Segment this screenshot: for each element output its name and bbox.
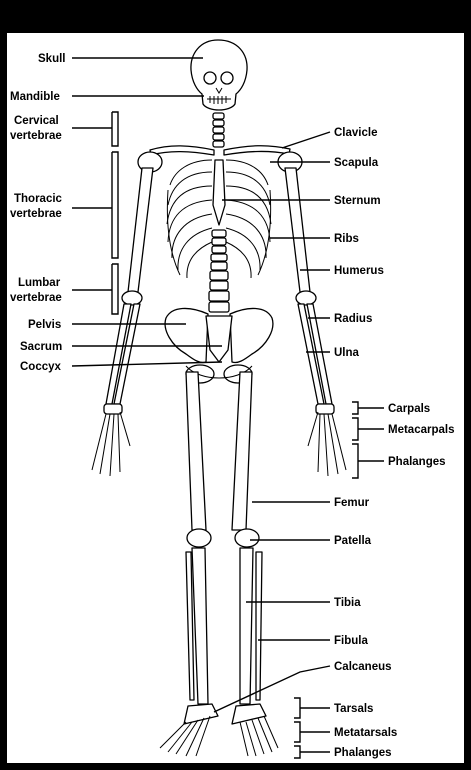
leader-lines (71, 57, 384, 759)
label-metacarpals: Metacarpals (388, 424, 454, 436)
diagram-panel (6, 32, 465, 764)
label-radius: Radius (334, 313, 372, 325)
label-phalanges-foot: Phalanges (334, 747, 392, 759)
left-leg-bones (159, 371, 219, 757)
label-phalanges-hand: Phalanges (388, 456, 446, 468)
label-tarsals: Tarsals (334, 703, 373, 715)
cervical-vertebrae-bone (212, 112, 225, 148)
left-clavicle-bone (149, 145, 215, 156)
labels: Skull Mandible Cervical vertebrae Thorac… (10, 53, 454, 759)
label-cervical-line2: vertebrae (10, 130, 62, 142)
label-sternum: Sternum (334, 195, 381, 207)
label-coccyx: Coccyx (20, 361, 62, 373)
label-tibia: Tibia (334, 597, 361, 609)
label-pelvis: Pelvis (28, 319, 61, 331)
label-lumbar-line2: vertebrae (10, 292, 62, 304)
label-calcaneus: Calcaneus (334, 661, 392, 673)
label-carpals: Carpals (388, 403, 430, 415)
right-clavicle-bone (223, 145, 291, 156)
label-sacrum: Sacrum (20, 341, 62, 353)
sternum-bone (212, 159, 226, 226)
label-thoracic-line2: vertebrae (10, 208, 62, 220)
label-ribs: Ribs (334, 233, 359, 245)
rib-cage (166, 159, 272, 279)
spine-vertebrae (208, 229, 230, 313)
label-thoracic-line1: Thoracic (14, 193, 63, 205)
left-arm-bones (91, 151, 163, 477)
label-patella: Patella (334, 535, 372, 547)
label-scapula: Scapula (334, 157, 379, 169)
label-fibula: Fibula (334, 635, 368, 647)
label-cervical-line1: Cervical (14, 115, 59, 127)
label-clavicle: Clavicle (334, 127, 377, 139)
right-leg-bones (231, 371, 279, 757)
skeleton-figure (91, 39, 347, 757)
label-mandible: Mandible (10, 91, 60, 103)
skull-bone (190, 39, 248, 111)
label-femur: Femur (334, 497, 370, 509)
label-ulna: Ulna (334, 347, 360, 359)
label-lumbar-line1: Lumbar (18, 277, 61, 289)
label-humerus: Humerus (334, 265, 384, 277)
label-metatarsals: Metatarsals (334, 727, 397, 739)
label-skull: Skull (38, 53, 65, 65)
